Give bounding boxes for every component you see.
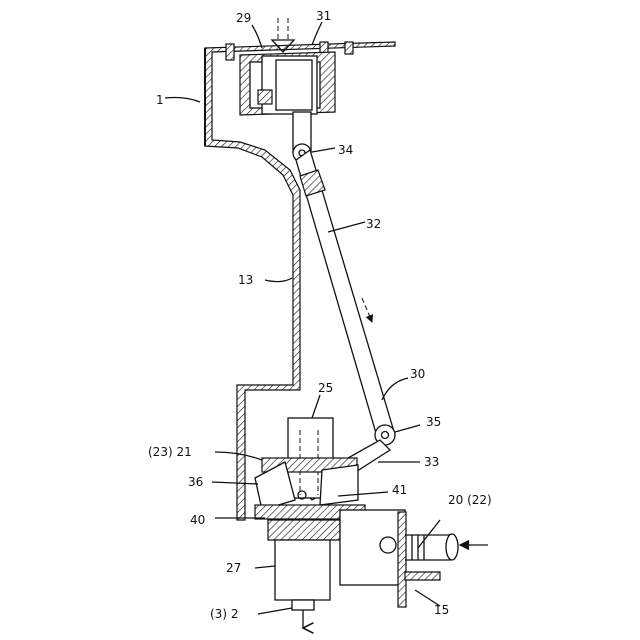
outlet-body xyxy=(268,520,340,628)
label-34: 34 xyxy=(338,143,353,157)
valve-assembly xyxy=(255,418,365,520)
label-30: 30 xyxy=(410,367,425,381)
label-29: 29 xyxy=(236,11,251,25)
label-20-22: 20 (22) xyxy=(448,493,492,507)
label-27: 27 xyxy=(226,561,241,575)
label-41: 41 xyxy=(392,483,407,497)
label-13: 13 xyxy=(238,273,253,287)
label-32: 32 xyxy=(366,217,381,231)
link-rod xyxy=(296,150,395,445)
label-23-21: (23) 21 xyxy=(148,445,192,459)
label-1: 1 xyxy=(156,93,164,107)
label-35: 35 xyxy=(426,415,441,429)
label-31: 31 xyxy=(316,9,331,23)
label-36: 36 xyxy=(188,475,203,489)
label-25: 25 xyxy=(318,381,333,395)
label-15: 15 xyxy=(434,603,449,617)
label-33: 33 xyxy=(424,455,439,469)
motion-arrow xyxy=(362,298,372,322)
side-solenoid xyxy=(340,510,488,607)
top-actuator xyxy=(240,18,335,115)
label-40: 40 xyxy=(190,513,205,527)
label-3-2: (3) 2 xyxy=(210,607,238,621)
